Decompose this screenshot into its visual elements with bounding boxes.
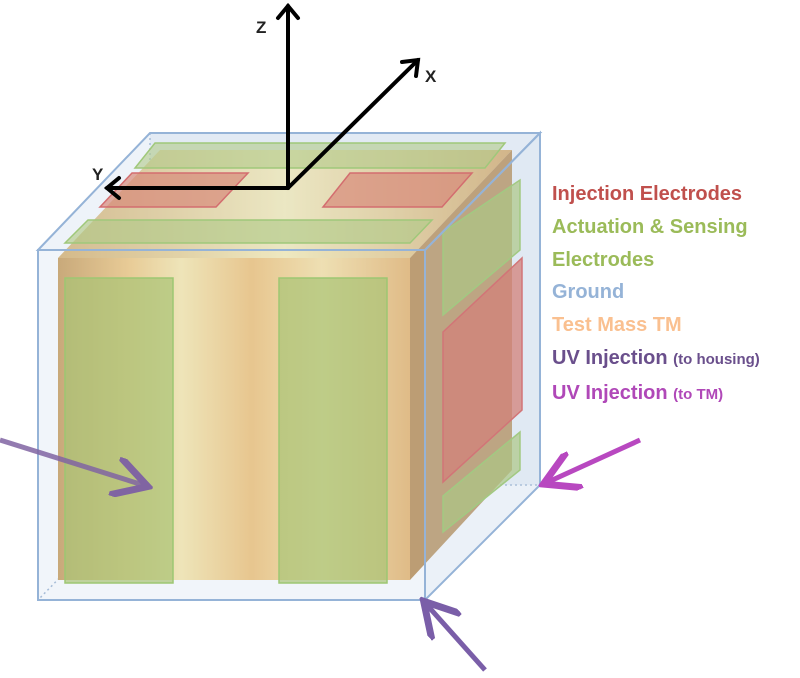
uv-tm-arrow — [548, 437, 642, 482]
legend-test-mass: Test Mass TM — [552, 314, 682, 337]
legend-injection-electrodes: Injection Electrodes — [552, 183, 743, 205]
y-axis-label: Y — [92, 165, 104, 184]
legend-uv-tm: UV Injection (to TM) — [552, 377, 760, 412]
legend-uv-tm-note: (to TM) — [673, 385, 724, 403]
front-electrode-left — [64, 277, 174, 584]
legend-uv-housing: UV Injection (to housing) — [552, 342, 760, 377]
side-electrode-top — [442, 178, 521, 317]
legend-uv-housing-label: UV Injection — [552, 346, 668, 369]
z-axis-label: Z — [256, 18, 266, 37]
top-electrode-front — [63, 219, 434, 244]
side-electrode-bottom — [442, 430, 521, 534]
legend: Injection Electrodes Actuation & Sensing… — [552, 178, 760, 412]
legend-actuation-sensing: Actuation & Sensing — [552, 215, 748, 238]
legend-uv-tm-label: UV Injection — [552, 381, 668, 404]
coordinate-axes — [103, 2, 421, 200]
uv-housing-arrow-bottom — [427, 605, 487, 672]
uv-housing-arrow-left — [0, 437, 143, 485]
x-axis — [286, 58, 420, 190]
top-injection-electrode-right — [321, 172, 474, 208]
legend-uv-housing-note: (to housing) — [673, 350, 760, 368]
housing-ground — [35, 130, 543, 603]
legend-electrodes: Electrodes — [552, 248, 655, 271]
legend-ground: Ground — [552, 281, 625, 304]
side-injection-electrode — [442, 256, 523, 484]
front-electrode-right — [278, 277, 388, 584]
x-axis-label: X — [425, 67, 437, 86]
